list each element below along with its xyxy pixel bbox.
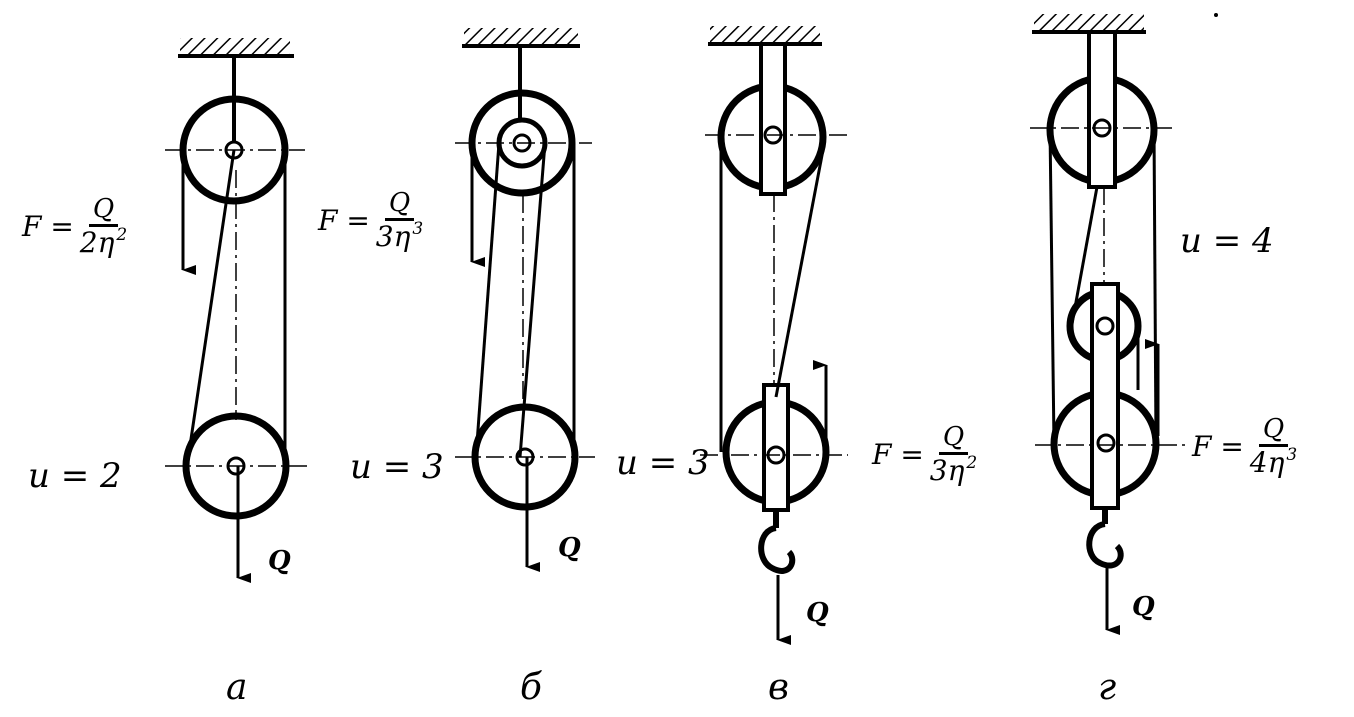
diagram-a — [165, 38, 312, 583]
rope-right-g — [1154, 128, 1156, 444]
force-numerator-v: Q — [938, 424, 969, 455]
ceiling-support-g — [1034, 14, 1144, 30]
diagram-b — [455, 28, 595, 572]
caption-v: в — [768, 667, 789, 708]
force-power-v: 2 — [966, 453, 978, 473]
force-denominator-text-a: 2η — [79, 226, 115, 259]
caption-g: г — [1098, 667, 1117, 708]
middle-pulley-axle-g — [1097, 318, 1113, 334]
load-label-g: Q — [1132, 592, 1155, 622]
force-prefix-g: F = — [1192, 430, 1244, 463]
load-label-a: Q — [268, 546, 291, 576]
caption-a: а — [226, 667, 248, 708]
force-numerator-b: Q — [384, 190, 415, 221]
force-numerator-a: Q — [88, 196, 119, 227]
force-prefix-b: F = — [318, 204, 370, 237]
lower-hook-v — [761, 510, 792, 571]
force-power-g: 3 — [1286, 445, 1298, 465]
ratio-label-g: u = 4 — [1180, 221, 1274, 261]
force-power-b: 3 — [412, 219, 424, 239]
speck-dot — [1214, 13, 1218, 17]
lower-hook-g — [1089, 508, 1120, 566]
force-numerator-g: Q — [1258, 416, 1289, 447]
rope-diagonal2-b — [520, 143, 545, 457]
ratio-label-a: u = 2 — [28, 456, 122, 496]
lower-pulley-axle-g — [1098, 435, 1114, 451]
rope-left-g — [1050, 128, 1054, 444]
force-denominator-text-v: 3η — [929, 454, 965, 487]
ratio-label-b: u = 3 — [350, 447, 444, 487]
rope-diagonal-g — [1072, 187, 1097, 324]
caption-b: б — [520, 667, 542, 708]
upper-block-frame-v — [761, 44, 785, 194]
force-prefix-v: F = — [872, 438, 924, 471]
force-denominator-text-b: 3η — [375, 220, 411, 253]
ceiling-support-a — [180, 38, 290, 54]
load-label-b: Q — [558, 533, 581, 563]
load-label-v: Q — [806, 598, 829, 628]
ceiling-support-v — [710, 26, 820, 42]
diagram-v — [700, 26, 848, 645]
force-denominator-text-g: 4η — [1249, 446, 1285, 479]
force-prefix-a: F = — [22, 210, 74, 243]
ceiling-support-b — [464, 28, 578, 44]
force-power-a: 2 — [116, 225, 128, 245]
rope-diagonal1-b — [476, 143, 499, 457]
rope-diagonal-a — [187, 150, 234, 466]
upper-block-frame-g — [1089, 32, 1115, 187]
ratio-label-v: u = 3 — [616, 443, 710, 483]
rope-diagonal-v — [776, 150, 823, 397]
diagram-g — [1030, 14, 1185, 635]
